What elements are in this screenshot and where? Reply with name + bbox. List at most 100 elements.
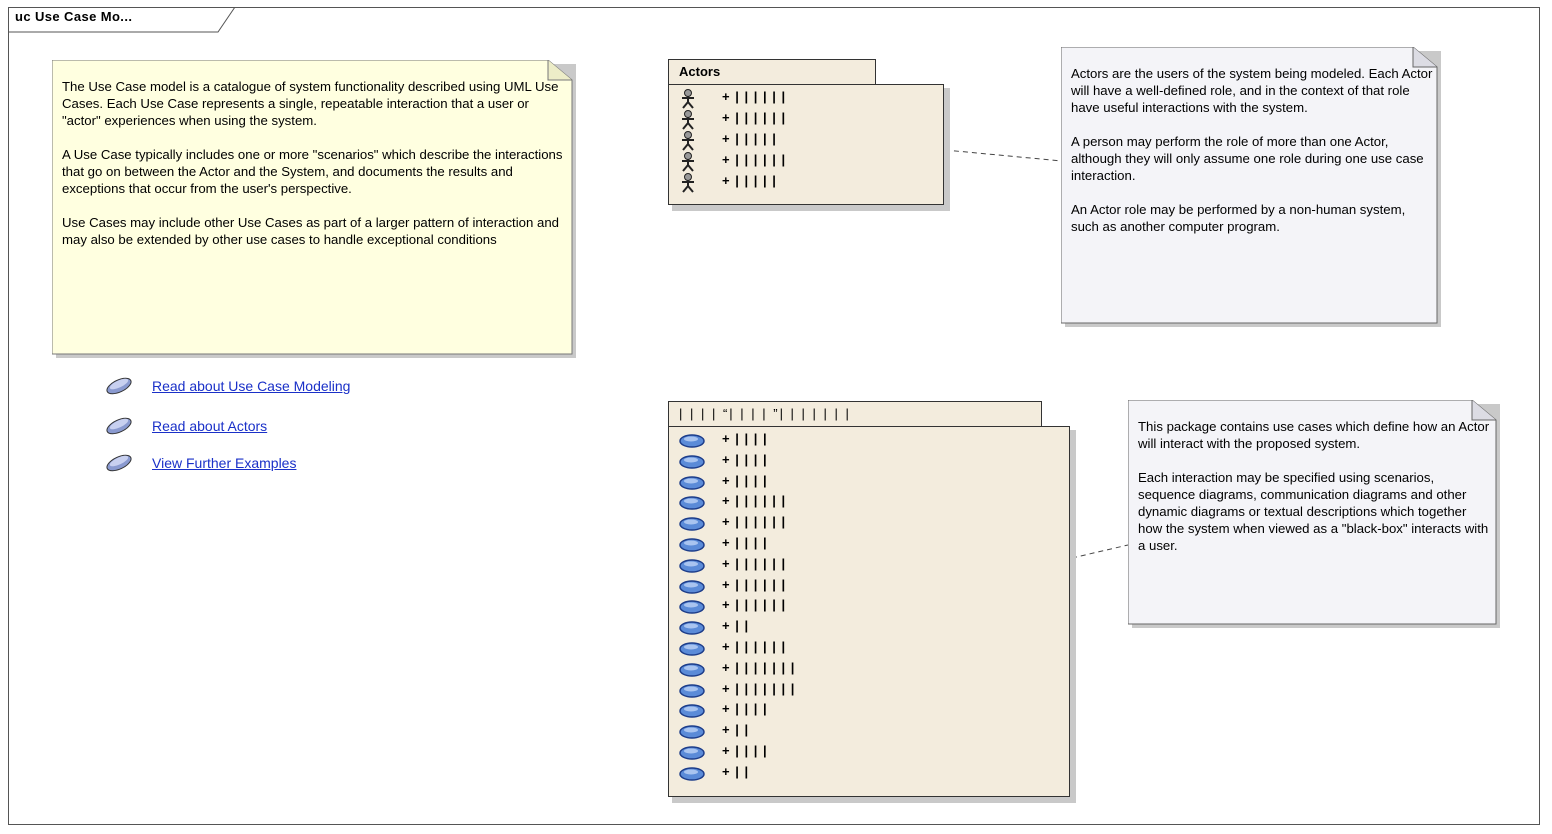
use-case-member[interactable]: + | |	[678, 618, 978, 638]
hyperlink-icon	[106, 377, 132, 395]
use-case-member-label: + | | | | | |	[722, 514, 787, 530]
use-case-member[interactable]: + | | | |	[678, 701, 978, 721]
use-case-member-label: + | | | | | |	[722, 597, 787, 613]
intro-note-paragraph: A Use Case typically includes one or mor…	[62, 147, 563, 196]
use-case-member-label: + | |	[722, 763, 750, 779]
actors-note-paragraph: A person may perform the role of more th…	[1071, 134, 1424, 183]
actor-icon	[682, 131, 694, 151]
actor-member-label: + | | | | |	[722, 173, 777, 188]
use-case-member-label: + | | | |	[722, 743, 768, 758]
actor-icon	[682, 110, 694, 130]
actors-package-body	[668, 84, 944, 205]
use-case-member-label: + | | | |	[722, 431, 768, 446]
use-case-member[interactable]: + | | | | | |	[678, 577, 978, 597]
use-case-member-label: + | | | | | |	[722, 493, 787, 509]
intro-note: The Use Case model is a catalogue of sys…	[52, 60, 576, 358]
actors-package-tab: Actors	[668, 59, 876, 85]
actor-member[interactable]: + | | | | | |	[678, 110, 978, 130]
actor-member[interactable]: + | | | | |	[678, 131, 978, 151]
use-cases-note-paragraph: This package contains use cases which de…	[1138, 419, 1490, 451]
use-case-member-label: + | | | |	[722, 701, 768, 717]
link-actors[interactable]: Read about Actors	[104, 416, 364, 438]
actor-member[interactable]: + | | | | |	[678, 173, 978, 193]
use-case-member[interactable]: + | |	[678, 722, 978, 742]
use-case-member[interactable]: + | |	[678, 764, 978, 784]
use-case-member[interactable]: + | | | | | |	[678, 514, 978, 534]
use-case-ellipse-icon	[679, 683, 705, 698]
use-case-member-label: + | |	[722, 722, 750, 738]
use-case-member-label: + | | | | | |	[722, 555, 787, 571]
use-case-member[interactable]: + | | | | | |	[678, 597, 978, 617]
use-case-ellipse-icon	[679, 746, 705, 760]
use-case-ellipse-icon	[679, 621, 705, 635]
use-case-member[interactable]: + | | | | | |	[678, 639, 978, 659]
diagram-frame	[8, 7, 1540, 825]
use-case-member-label: + | | | | | | |	[722, 680, 796, 696]
actors-note: Actors are the users of the system being…	[1061, 47, 1441, 327]
use-cases-package-title: | | | | “| | | | ”| | | | | | |	[679, 406, 851, 421]
actor-member[interactable]: + | | | | | |	[678, 89, 978, 109]
actors-note-shape	[1061, 47, 1441, 327]
use-case-ellipse-icon	[679, 517, 705, 531]
use-case-member[interactable]: + | | | | | |	[678, 556, 978, 576]
actors-note-connector	[944, 149, 1063, 162]
use-case-member-label: + | | | | | |	[722, 639, 787, 654]
actor-member-label: + | | | | |	[722, 131, 777, 146]
use-case-ellipse-icon	[679, 538, 705, 552]
use-cases-note: This package contains use cases which de…	[1128, 400, 1500, 628]
use-case-ellipse-icon	[679, 579, 705, 594]
usecases-note-connector	[1071, 544, 1129, 559]
link-label[interactable]: View Further Examples	[152, 455, 297, 471]
actor-icon	[682, 89, 694, 109]
actors-note-paragraph: Actors are the users of the system being…	[1071, 66, 1433, 115]
use-case-ellipse-icon	[679, 600, 705, 615]
hyperlink-icon	[106, 454, 132, 472]
use-case-member[interactable]: + | | | |	[678, 473, 978, 493]
actor-member-label: + | | | | | |	[722, 152, 787, 167]
use-case-member[interactable]: + | | | | | | |	[678, 660, 978, 680]
actor-member[interactable]: + | | | | | |	[678, 152, 978, 172]
intro-note-text: The Use Case model is a catalogue of sys…	[62, 78, 567, 265]
use-case-member-label: + | | | | | | |	[722, 659, 796, 675]
actor-icon	[682, 173, 694, 193]
link-further-examples[interactable]: View Further Examples	[104, 453, 404, 475]
intro-note-paragraph: Use Cases may include other Use Cases as…	[62, 215, 559, 247]
actor-icon	[682, 152, 694, 172]
actors-package[interactable]: Actors + | | | | | | + | | | | | | + | | |…	[668, 59, 950, 211]
use-case-member-label: + | | | |	[722, 472, 768, 488]
use-case-member-label: + | | | |	[722, 451, 768, 467]
use-case-member-label: + | | | | | |	[722, 576, 787, 592]
actor-member-label: + | | | | | |	[722, 89, 787, 104]
use-cases-package-tab: | | | | “| | | | ”| | | | | | |	[668, 401, 1042, 427]
use-case-ellipse-icon	[679, 642, 705, 656]
use-case-member[interactable]: + | | | |	[678, 452, 978, 472]
use-case-ellipse-icon	[679, 475, 705, 490]
use-case-ellipse-icon	[679, 434, 705, 448]
use-case-member[interactable]: + | | | |	[678, 743, 978, 763]
use-cases-package-body	[668, 426, 1070, 797]
hyperlink-icon	[106, 417, 132, 435]
actors-note-paragraph: An Actor role may be performed by a non-…	[1071, 202, 1406, 234]
use-case-member-label: + | |	[722, 618, 750, 634]
use-case-member[interactable]: + | | | | | |	[678, 493, 978, 513]
use-cases-note-paragraph: Each interaction may be specified using …	[1138, 470, 1489, 553]
use-case-ellipse-icon	[679, 559, 705, 573]
use-case-member[interactable]: + | | | | | | |	[678, 681, 978, 701]
link-label[interactable]: Read about Use Case Modeling	[152, 378, 351, 394]
use-cases-package[interactable]: | | | | “| | | | ”| | | | | | | + | | | …	[668, 401, 1076, 803]
actor-member-label: + | | | | | |	[722, 110, 787, 125]
intro-note-paragraph: The Use Case model is a catalogue of sys…	[62, 79, 559, 128]
link-use-case-modeling[interactable]: Read about Use Case Modeling	[104, 376, 464, 398]
frame-tab	[8, 7, 236, 33]
use-case-member[interactable]: + | | | |	[678, 431, 978, 451]
use-case-member-label: + | | | |	[722, 535, 768, 550]
use-case-ellipse-icon	[679, 725, 705, 739]
link-label[interactable]: Read about Actors	[152, 418, 268, 434]
frame-title: uc Use Case Mo...	[15, 9, 133, 24]
use-case-member[interactable]: + | | | |	[678, 535, 978, 555]
intro-note-shape	[52, 60, 576, 358]
use-case-ellipse-icon	[679, 496, 705, 511]
use-case-ellipse-icon	[679, 663, 705, 677]
use-case-ellipse-icon	[679, 704, 705, 719]
